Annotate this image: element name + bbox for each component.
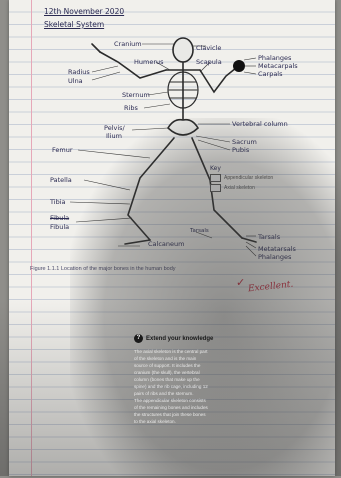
label-metacarpals: Metacarpals [258,62,298,70]
label-carpals: Carpals [258,70,283,78]
label-fibula-struck: Fibula [50,214,69,222]
label-clavicle: Clavicle [196,44,221,52]
tick-mark: ✓ [236,276,245,289]
label-scapula: Scapula [196,58,222,66]
extend-title: Extend your knowledge [146,336,213,342]
label-cranium: Cranium [114,40,142,48]
label-calcaneum: Calcaneum [148,240,184,248]
figure-caption: Figure 1.1.1 Location of the major bones… [30,266,176,272]
extend-knowledge-box: ? Extend your knowledge The axial skelet… [134,334,254,425]
label-pubis: Pubis [232,146,249,154]
key-label-axial: Axial skeleton [224,185,255,191]
label-sternum: Sternum [122,91,150,99]
extend-body: The axial skeleton is the central part o… [134,348,208,425]
label-tarsals-side: Tarsals [190,228,209,234]
label-metatarsals: Metatarsals [258,245,296,253]
question-icon: ? [134,334,143,343]
label-fibula: Fibula [50,223,69,231]
key-swatch-appendicular [210,174,221,182]
label-ribs: Ribs [124,104,138,112]
key-row-appendicular: Appendicular skeleton [210,174,273,182]
label-phalanges-hand: Phalanges [258,54,291,62]
label-humerus: Humerus [134,58,164,66]
label-patella: Patella [50,176,72,184]
label-ilium: Ilium [106,132,122,140]
extend-header: ? Extend your knowledge [134,334,254,343]
label-sacrum: Sacrum [232,138,257,146]
label-radius: Radius [68,68,90,76]
extend-axial-text: The axial skeleton is the central part o… [134,349,208,396]
diagram-key: Key Appendicular skeleton Axial skeleton [210,165,273,192]
label-vertebral-column: Vertebral column [232,120,288,128]
key-row-axial: Axial skeleton [210,184,273,192]
extend-appendicular-text: The appendicular skeleton consists of th… [134,398,208,424]
key-title: Key [210,165,273,172]
label-phalanges-foot: Phalanges [258,253,291,261]
label-femur: Femur [52,146,73,154]
key-label-appendicular: Appendicular skeleton [224,175,273,181]
label-tibia: Tibia [50,198,66,206]
label-ulna: Ulna [68,77,83,85]
key-swatch-axial [210,184,221,192]
label-tarsals: Tarsals [258,233,280,241]
label-pelvis: Pelvis/ [104,124,125,132]
